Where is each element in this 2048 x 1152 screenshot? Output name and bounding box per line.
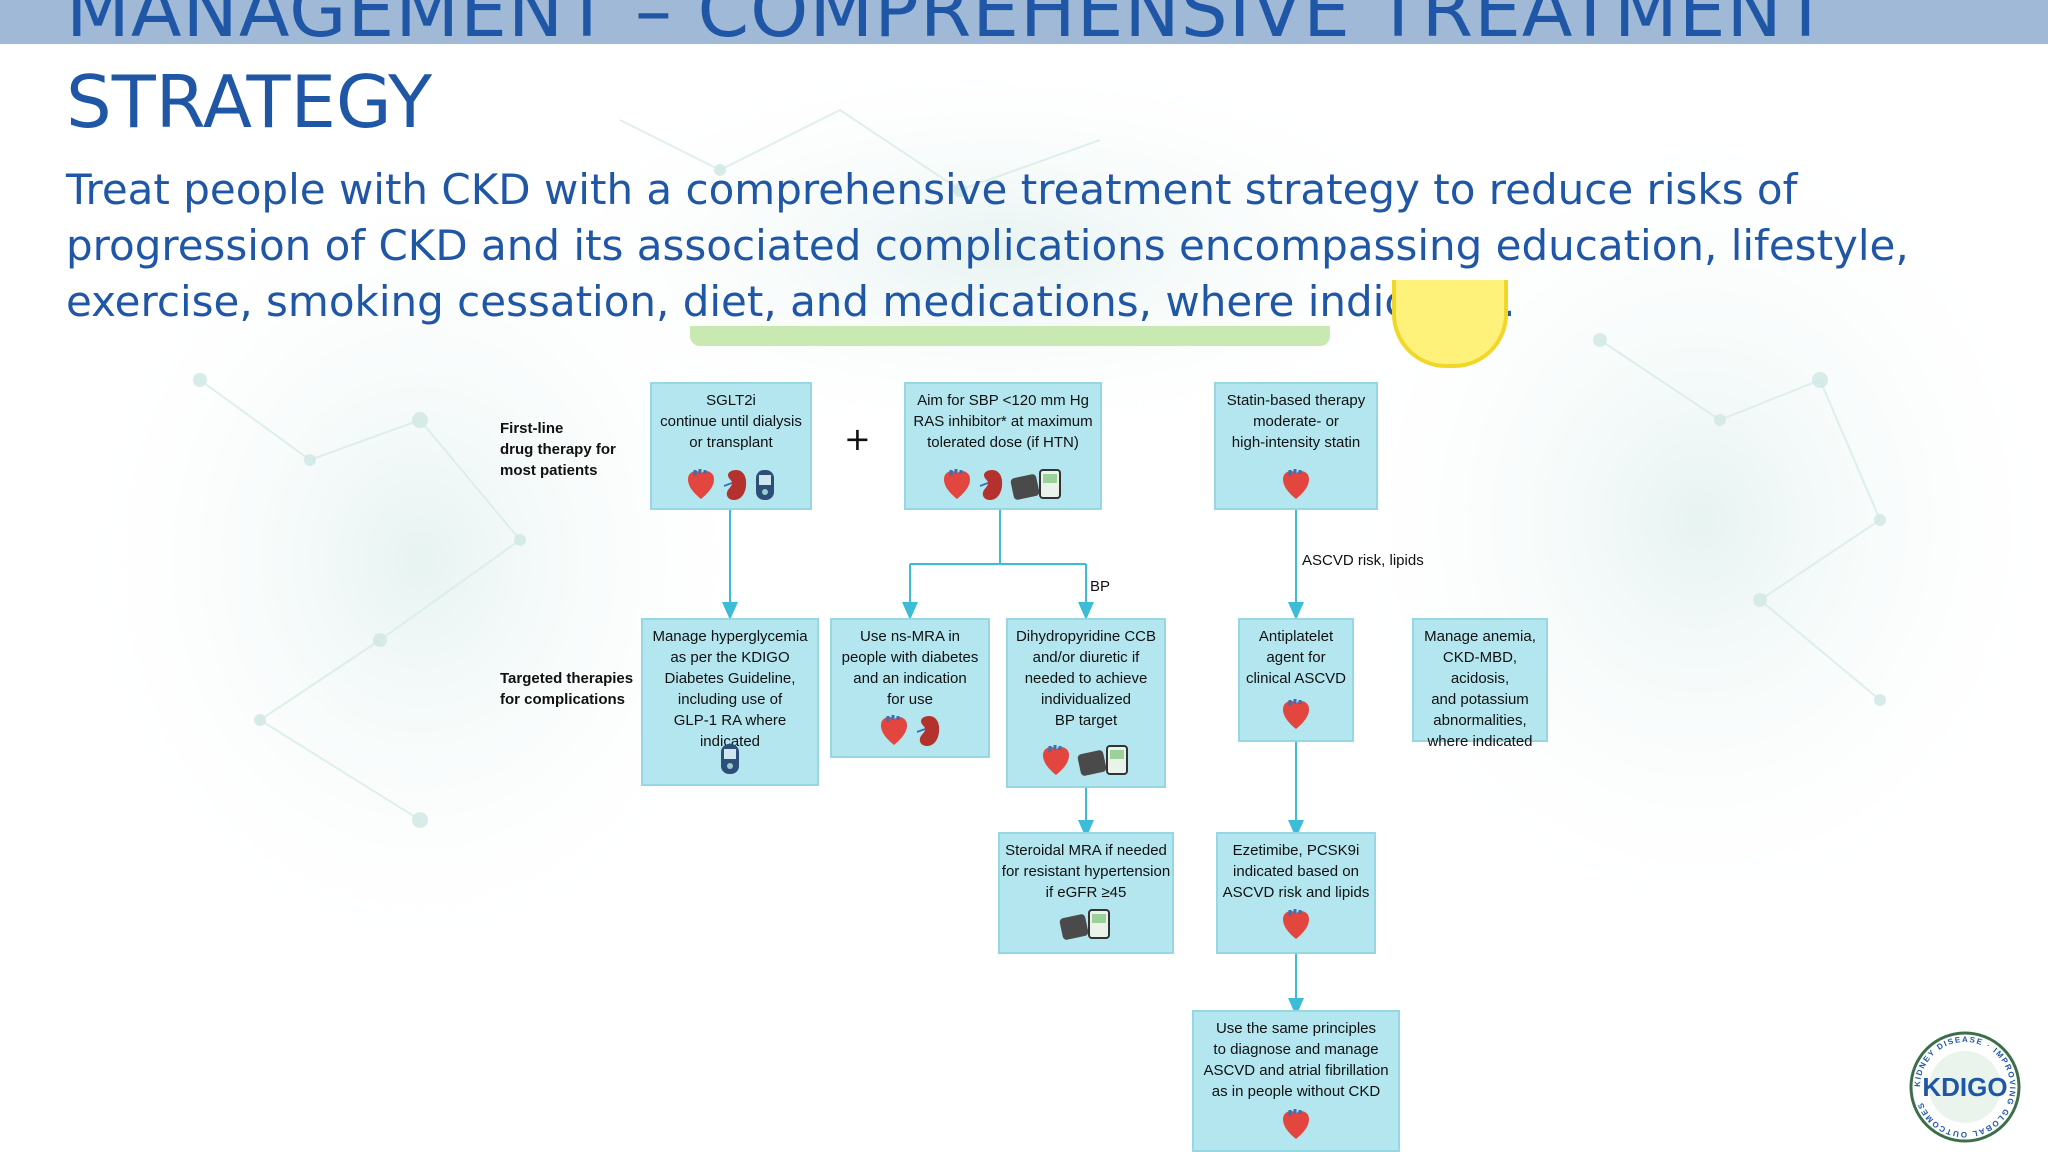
kidney-icon <box>723 470 747 500</box>
heart-icon <box>1283 699 1309 729</box>
box-same-principles-text: Use the same principles to diagnose and … <box>1203 1020 1389 1100</box>
box-steroidal-mra-text: Steroidal MRA if needed for resistant hy… <box>1001 842 1171 901</box>
box-sglt2i: SGLT2i continue until dialysis or transp… <box>650 382 812 510</box>
blood-pressure-monitor-icon <box>1077 745 1128 776</box>
cropped-yellow-badge <box>1392 280 1508 368</box>
box-ezetimibe-text: Ezetimibe, PCSK9i indicated based on ASC… <box>1222 842 1370 901</box>
box-antiplatelet: Antiplatelet agent for clinical ASCVD <box>1238 618 1354 742</box>
glucose-meter-icon <box>756 470 774 500</box>
box-anemia: Manage anemia, CKD-MBD, acidosis, and po… <box>1412 618 1548 750</box>
heart-icon <box>881 715 907 745</box>
glucose-meter-icon <box>721 744 739 774</box>
cropped-green-banner <box>690 326 1330 346</box>
box-ezetimibe: Ezetimibe, PCSK9i indicated based on ASC… <box>1216 832 1376 954</box>
box-anemia-text: Manage anemia, CKD-MBD, acidosis, and po… <box>1424 628 1536 750</box>
box-nsmra: Use ns-MRA in people with diabetes and a… <box>830 618 990 758</box>
plus-sign: + <box>844 420 871 458</box>
edge-label-ascvd: ASCVD risk, lipids <box>1302 552 1424 569</box>
row-label-first-line: First-line drug therapy for most patient… <box>500 420 616 479</box>
box-sglt2i-text: SGLT2i continue until dialysis or transp… <box>660 392 802 451</box>
heart-icon <box>944 469 970 499</box>
box-ccb-diuretic: Dihydropyridine CCB and/or diuretic if n… <box>1006 618 1166 788</box>
blood-pressure-monitor-icon <box>1059 909 1110 940</box>
box-sbp-ras: Aim for SBP <120 mm Hg RAS inhibitor* at… <box>904 382 1102 510</box>
box-antiplatelet-text: Antiplatelet agent for clinical ASCVD <box>1245 628 1347 687</box>
box-ccb-diuretic-text: Dihydropyridine CCB and/or diuretic if n… <box>1015 628 1157 729</box>
heart-icon <box>1283 1109 1309 1139</box>
box-hyperglycemia-text: Manage hyperglycemia as per the KDIGO Di… <box>652 628 808 750</box>
slide-title-line-1: MANAGEMENT – COMPREHENSIVE TREATMENT <box>66 0 1830 44</box>
box-sbp-ras-text: Aim for SBP <120 mm Hg RAS inhibitor* at… <box>913 392 1093 451</box>
slide-subtitle: Treat people with CKD with a comprehensi… <box>66 165 1909 326</box>
heart-icon <box>1283 909 1309 939</box>
box-hyperglycemia: Manage hyperglycemia as per the KDIGO Di… <box>641 618 819 786</box>
heart-icon <box>688 469 714 499</box>
slide-title-line-2: STRATEGY <box>66 60 433 144</box>
row-label-targeted: Targeted therapies for complications <box>500 670 634 708</box>
kidney-icon <box>979 470 1003 500</box>
heart-icon <box>1043 745 1069 775</box>
kidney-icon <box>916 716 940 746</box>
box-same-principles: Use the same principles to diagnose and … <box>1192 1010 1400 1152</box>
box-nsmra-text: Use ns-MRA in people with diabetes and a… <box>841 628 979 708</box>
title-band: MANAGEMENT – COMPREHENSIVE TREATMENT <box>0 0 2048 44</box>
blood-pressure-monitor-icon <box>1010 469 1061 500</box>
box-statin: Statin-based therapy moderate- or high-i… <box>1214 382 1378 510</box>
logo-wordmark: KDIGO <box>1922 1072 2007 1102</box>
box-steroidal-mra: Steroidal MRA if needed for resistant hy… <box>998 832 1174 954</box>
edge-label-bp: BP <box>1090 578 1111 595</box>
heart-icon <box>1283 469 1309 499</box>
box-statin-text: Statin-based therapy moderate- or high-i… <box>1226 392 1366 451</box>
kdigo-logo: KIDNEY DISEASE · IMPROVING GLOBAL OUTCOM… <box>1909 1031 2021 1143</box>
